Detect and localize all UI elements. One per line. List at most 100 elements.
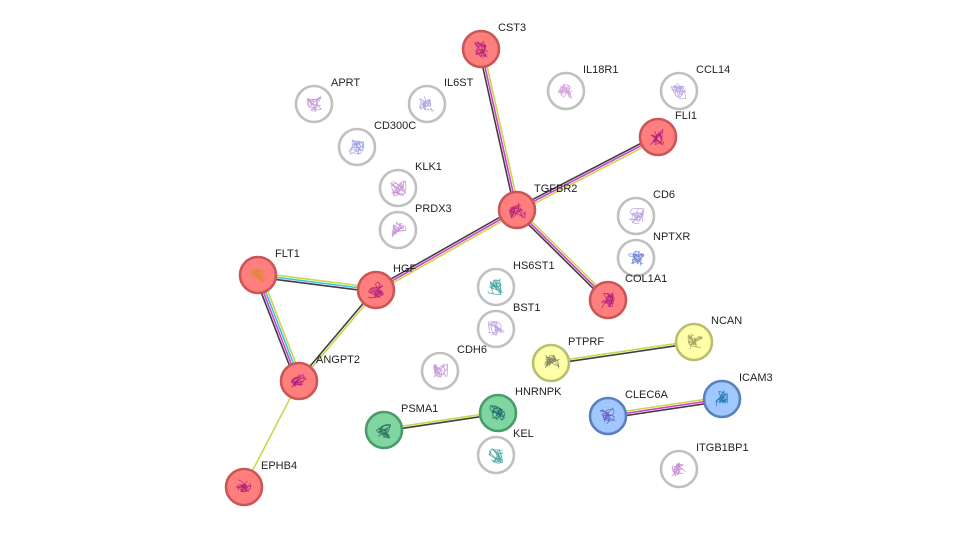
protein-structure-icon <box>687 334 703 349</box>
node-label: FLT1 <box>275 248 300 260</box>
node-il18r1[interactable]: IL18R1 <box>546 64 618 111</box>
edge-strand <box>607 396 722 415</box>
node-label: PTPRF <box>568 336 604 348</box>
node-label: CDH6 <box>457 344 487 356</box>
node-label: CD6 <box>653 189 675 201</box>
protein-structure-icon <box>600 407 616 425</box>
edge-strand <box>243 380 300 488</box>
node-label: HS6ST1 <box>513 260 555 272</box>
protein-structure-icon <box>474 40 489 58</box>
protein-structure-icon <box>235 479 252 493</box>
protein-structure-icon <box>628 207 645 225</box>
node-hgf[interactable]: HGF <box>356 263 417 310</box>
edge-strand <box>478 49 516 211</box>
node-circle <box>476 435 516 475</box>
protein-structure-icon <box>671 462 686 477</box>
node-ephb4[interactable]: EPHB4 <box>224 460 297 507</box>
edge-hgf-angpt2 <box>297 288 378 383</box>
node-label: PRDX3 <box>415 203 452 215</box>
edge-strand <box>375 209 518 291</box>
node-ncan[interactable]: NCAN <box>674 315 742 362</box>
node-circle <box>294 84 334 124</box>
protein-structure-icon <box>306 96 322 112</box>
edge-angpt2-ephb4 <box>243 380 300 488</box>
node-fli1[interactable]: FLI1 <box>638 110 697 157</box>
node-label: CCL14 <box>696 64 730 76</box>
protein-structure-icon <box>348 139 365 155</box>
node-cd300c[interactable]: CD300C <box>337 120 416 167</box>
node-cd6[interactable]: CD6 <box>616 189 675 236</box>
node-label: APRT <box>331 77 360 89</box>
protein-structure-icon <box>391 221 407 238</box>
edge-strand <box>258 272 377 289</box>
node-label: PSMA1 <box>401 403 438 415</box>
protein-structure-icon <box>715 389 729 407</box>
edge-strand <box>608 400 723 419</box>
node-label: IL18R1 <box>583 64 618 76</box>
edge-strand <box>299 290 378 383</box>
node-psma1[interactable]: PSMA1 <box>364 403 438 450</box>
node-klk1[interactable]: KLK1 <box>378 161 442 208</box>
node-cst3[interactable]: CST3 <box>461 22 526 69</box>
node-tgfbr2[interactable]: TGFBR2 <box>497 183 577 230</box>
node-label: CST3 <box>498 22 526 34</box>
protein-structure-icon <box>601 291 616 308</box>
node-label: BST1 <box>513 302 541 314</box>
edge-strand <box>517 138 660 213</box>
node-il6st[interactable]: IL6ST <box>407 77 474 124</box>
node-label: ANGPT2 <box>316 354 360 366</box>
edge-strand <box>376 211 519 293</box>
protein-structure-icon <box>376 423 391 439</box>
node-label: CD300C <box>374 120 416 132</box>
node-cdh6[interactable]: CDH6 <box>420 344 487 391</box>
protein-structure-icon <box>488 448 504 464</box>
node-itgb1bp1[interactable]: ITGB1BP1 <box>659 442 749 489</box>
edge-strand <box>550 340 694 363</box>
node-label: NCAN <box>711 315 742 327</box>
edge-strand <box>480 48 518 211</box>
node-kel[interactable]: KEL <box>476 428 534 475</box>
edge-fli1-tgfbr2 <box>515 134 660 213</box>
protein-structure-icon <box>650 128 664 146</box>
node-flt1[interactable]: FLT1 <box>238 248 300 295</box>
edge-strand <box>515 134 658 209</box>
edge-strand <box>374 207 517 289</box>
protein-structure-icon <box>291 373 308 388</box>
protein-structure-icon <box>367 281 384 299</box>
node-label: NPTXR <box>653 231 690 243</box>
node-icam3[interactable]: ICAM3 <box>702 372 773 419</box>
protein-structure-icon <box>418 96 435 112</box>
edge-strand <box>516 209 609 301</box>
protein-structure-icon <box>557 82 573 100</box>
node-aprt[interactable]: APRT <box>294 77 360 124</box>
node-label: EPHB4 <box>261 460 297 472</box>
node-label: HNRNPK <box>515 386 562 398</box>
node-prdx3[interactable]: PRDX3 <box>378 203 452 250</box>
node-label: TGFBR2 <box>534 183 577 195</box>
protein-structure-icon <box>487 321 505 336</box>
node-circle <box>407 84 447 124</box>
node-label: CLEC6A <box>625 389 668 401</box>
node-clec6a[interactable]: CLEC6A <box>588 389 668 436</box>
node-nptxr[interactable]: NPTXR <box>616 231 690 278</box>
node-label: HGF <box>393 263 417 275</box>
protein-structure-icon <box>433 363 448 378</box>
node-hs6st1[interactable]: HS6ST1 <box>476 260 555 307</box>
edge-strand <box>482 48 520 210</box>
protein-structure-icon <box>390 179 407 197</box>
node-angpt2[interactable]: ANGPT2 <box>279 354 360 401</box>
node-ccl14[interactable]: CCL14 <box>659 64 730 111</box>
edge-ptprf-ncan <box>550 340 695 365</box>
node-hnrnpk[interactable]: HNRNPK <box>478 386 562 433</box>
edge-flt1-hgf <box>257 272 377 293</box>
edge-strand <box>257 276 376 293</box>
node-bst1[interactable]: BST1 <box>476 302 541 349</box>
protein-structure-icon <box>543 354 560 369</box>
node-ptprf[interactable]: PTPRF <box>531 336 604 383</box>
edge-tgfbr2-hgf <box>374 207 519 293</box>
node-label: KLK1 <box>415 161 442 173</box>
node-col1a1[interactable]: COL1A1 <box>588 273 667 320</box>
protein-structure-icon <box>489 404 506 421</box>
